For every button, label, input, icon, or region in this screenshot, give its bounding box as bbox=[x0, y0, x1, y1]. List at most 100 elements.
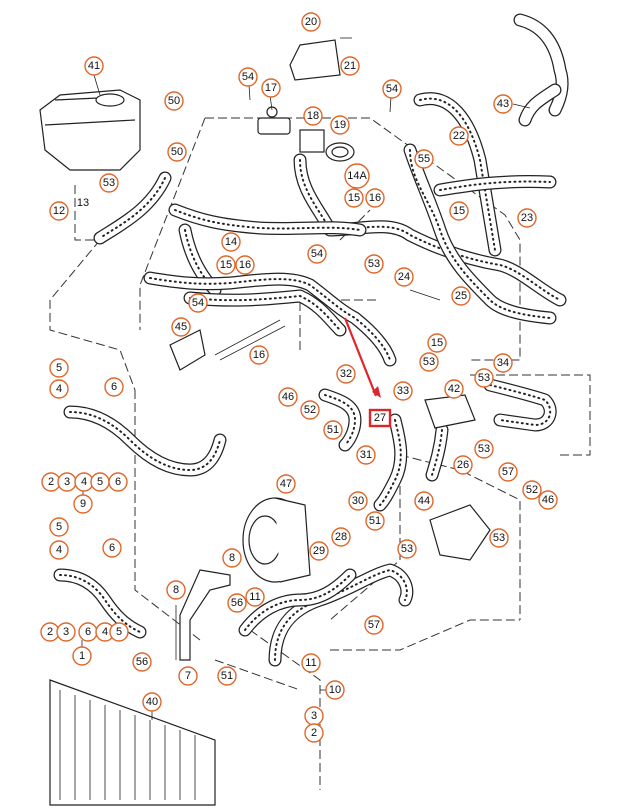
callout-54-d: 54 bbox=[188, 293, 208, 313]
callout-3-b: 3 bbox=[56, 622, 76, 642]
svg-text:53: 53 bbox=[478, 372, 490, 384]
callout-group: 20 21 41 54 17 50 54 43 18 19 22 50 55 1… bbox=[40, 12, 558, 743]
callout-53-e: 53 bbox=[474, 439, 494, 459]
callout-40: 40 bbox=[142, 692, 162, 712]
callout-53-a: 53 bbox=[99, 173, 119, 193]
callout-15-c: 15 bbox=[216, 255, 236, 275]
svg-text:3: 3 bbox=[63, 626, 69, 638]
svg-text:15: 15 bbox=[348, 192, 360, 204]
callout-4-a: 4 bbox=[49, 379, 69, 399]
callout-1: 1 bbox=[72, 646, 92, 666]
svg-text:55: 55 bbox=[418, 153, 430, 165]
callout-22: 22 bbox=[449, 126, 469, 146]
callout-5-d: 5 bbox=[109, 622, 129, 642]
callout-51-a: 51 bbox=[323, 420, 343, 440]
svg-text:12: 12 bbox=[53, 205, 65, 217]
svg-text:46: 46 bbox=[542, 494, 554, 506]
svg-text:10: 10 bbox=[329, 684, 341, 696]
callout-11-a: 11 bbox=[245, 587, 265, 607]
svg-text:3: 3 bbox=[311, 710, 317, 722]
svg-text:54: 54 bbox=[311, 248, 323, 260]
callout-52-a: 52 bbox=[300, 400, 320, 420]
callout-46-b: 46 bbox=[538, 490, 558, 510]
svg-text:6: 6 bbox=[111, 381, 117, 393]
callout-12: 12 bbox=[49, 201, 69, 221]
svg-text:21: 21 bbox=[344, 60, 356, 72]
svg-text:53: 53 bbox=[368, 258, 380, 270]
svg-text:1: 1 bbox=[79, 650, 85, 662]
svg-text:24: 24 bbox=[398, 271, 410, 283]
callout-6-a: 6 bbox=[104, 377, 124, 397]
highlight-callout-27[interactable]: 27 bbox=[368, 408, 392, 428]
svg-text:50: 50 bbox=[171, 146, 183, 158]
callout-54-a: 54 bbox=[238, 67, 258, 87]
svg-text:32: 32 bbox=[340, 368, 352, 380]
callout-11-b: 11 bbox=[301, 653, 321, 673]
callout-9: 9 bbox=[73, 494, 93, 514]
callout-25: 25 bbox=[451, 286, 471, 306]
svg-text:2: 2 bbox=[47, 626, 53, 638]
svg-text:5: 5 bbox=[56, 521, 62, 533]
svg-text:29: 29 bbox=[313, 545, 325, 557]
svg-text:47: 47 bbox=[280, 478, 292, 490]
callout-53-f: 53 bbox=[397, 539, 417, 559]
callout-42: 42 bbox=[444, 379, 464, 399]
svg-text:53: 53 bbox=[401, 543, 413, 555]
svg-text:27: 27 bbox=[374, 412, 386, 424]
svg-text:57: 57 bbox=[502, 466, 514, 478]
coolant-hoses bbox=[53, 13, 569, 667]
svg-text:3: 3 bbox=[64, 476, 70, 488]
svg-text:14: 14 bbox=[225, 236, 237, 248]
svg-text:5: 5 bbox=[97, 476, 103, 488]
svg-text:16: 16 bbox=[239, 259, 251, 271]
callout-2-a: 2 bbox=[41, 472, 61, 492]
callout-53-d: 53 bbox=[474, 368, 494, 388]
svg-text:53: 53 bbox=[478, 443, 490, 455]
callout-16-b: 16 bbox=[235, 255, 255, 275]
callout-7: 7 bbox=[178, 666, 198, 686]
svg-text:42: 42 bbox=[448, 383, 460, 395]
svg-text:50: 50 bbox=[168, 95, 180, 107]
svg-text:34: 34 bbox=[497, 357, 509, 369]
callout-8-a: 8 bbox=[222, 548, 242, 568]
svg-text:4: 4 bbox=[56, 383, 62, 395]
callout-5-b: 5 bbox=[90, 472, 110, 492]
svg-text:15: 15 bbox=[431, 337, 443, 349]
svg-text:11: 11 bbox=[305, 657, 316, 669]
svg-text:54: 54 bbox=[242, 71, 254, 83]
svg-text:17: 17 bbox=[265, 82, 277, 94]
svg-text:26: 26 bbox=[457, 459, 469, 471]
svg-text:53: 53 bbox=[493, 532, 505, 544]
svg-text:6: 6 bbox=[109, 542, 115, 554]
callout-53-g: 53 bbox=[489, 528, 509, 548]
svg-text:25: 25 bbox=[455, 290, 467, 302]
svg-text:6: 6 bbox=[85, 626, 91, 638]
svg-text:7: 7 bbox=[185, 670, 191, 682]
callout-56-b: 56 bbox=[132, 652, 152, 672]
svg-text:43: 43 bbox=[497, 98, 509, 110]
callout-4-c: 4 bbox=[49, 540, 69, 560]
svg-text:53: 53 bbox=[423, 356, 435, 368]
callout-34: 34 bbox=[493, 353, 513, 373]
callout-15-b: 15 bbox=[449, 201, 469, 221]
svg-text:16: 16 bbox=[253, 349, 265, 361]
svg-text:51: 51 bbox=[369, 515, 381, 527]
callout-52-b: 52 bbox=[522, 480, 542, 500]
callout-28: 28 bbox=[331, 527, 351, 547]
callout-55: 55 bbox=[414, 149, 434, 169]
callout-19: 19 bbox=[330, 115, 350, 135]
svg-text:31: 31 bbox=[360, 449, 372, 461]
svg-text:56: 56 bbox=[231, 597, 243, 609]
callout-24: 24 bbox=[394, 267, 414, 287]
callout-20: 20 bbox=[301, 12, 321, 32]
callout-43: 43 bbox=[493, 94, 513, 114]
callout-8-b: 8 bbox=[166, 580, 186, 600]
callout-18: 18 bbox=[303, 106, 323, 126]
callout-5-c: 5 bbox=[49, 517, 69, 537]
svg-text:54: 54 bbox=[386, 83, 398, 95]
svg-text:6: 6 bbox=[115, 476, 121, 488]
svg-text:30: 30 bbox=[352, 495, 364, 507]
svg-text:56: 56 bbox=[136, 656, 148, 668]
callout-14: 14 bbox=[221, 232, 241, 252]
